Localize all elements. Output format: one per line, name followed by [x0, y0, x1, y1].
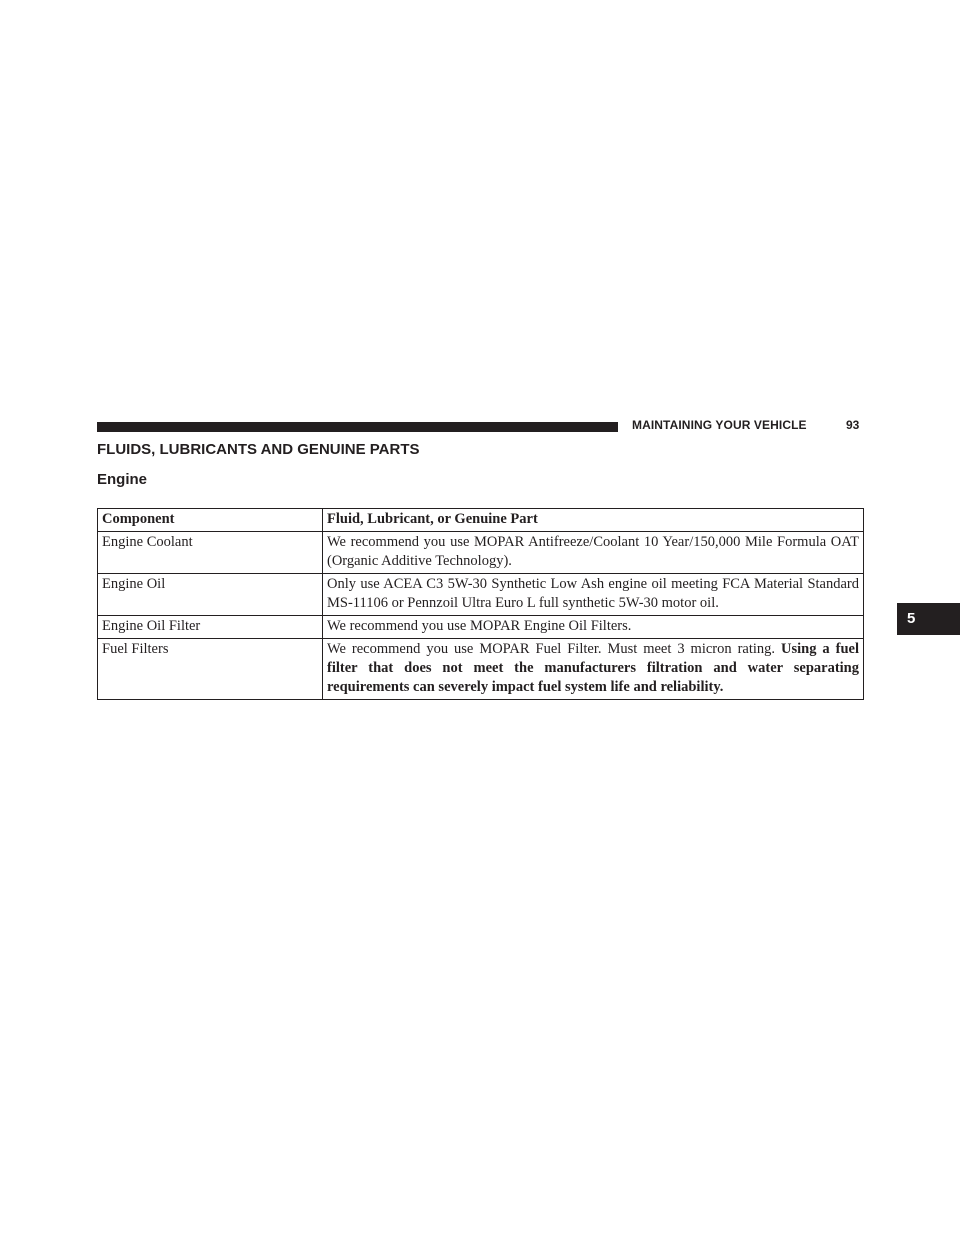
description-cell: We recommend you use MOPAR Antifreeze/Co… [322, 531, 864, 574]
table-header-row: Component Fluid, Lubricant, or Genuine P… [97, 508, 864, 532]
fluids-table: Component Fluid, Lubricant, or Genuine P… [97, 508, 864, 700]
component-cell: Engine Coolant [97, 531, 323, 574]
table-row: Fuel Filters We recommend you use MOPAR … [97, 638, 864, 700]
description-cell: We recommend you use MOPAR Engine Oil Fi… [322, 615, 864, 639]
table-row: Engine Oil Filter We recommend you use M… [97, 615, 864, 639]
component-cell: Fuel Filters [97, 638, 323, 700]
table-row: Engine Coolant We recommend you use MOPA… [97, 531, 864, 574]
description-cell: Only use ACEA C3 5W-30 Synthetic Low Ash… [322, 573, 864, 616]
description-text: We recommend you use MOPAR Fuel Filter. … [327, 641, 776, 657]
header-rule-bar [97, 422, 618, 432]
column-header-component: Component [97, 508, 323, 532]
component-cell: Engine Oil [97, 573, 323, 616]
section-title: FLUIDS, LUBRICANTS AND GENUINE PARTS [97, 441, 420, 458]
component-cell: Engine Oil Filter [97, 615, 323, 639]
table-row: Engine Oil Only use ACEA C3 5W-30 Synthe… [97, 573, 864, 616]
subsection-title: Engine [97, 471, 148, 488]
chapter-tab: 5 [897, 603, 960, 635]
column-header-fluid: Fluid, Lubricant, or Genuine Part [322, 508, 864, 532]
page-number: 93 [846, 418, 860, 432]
description-cell: We recommend you use MOPAR Fuel Filter. … [322, 638, 864, 700]
running-header-section: MAINTAINING YOUR VEHICLE [632, 418, 807, 432]
warning-text: Using a fuel filter that does not meet t… [327, 641, 859, 695]
